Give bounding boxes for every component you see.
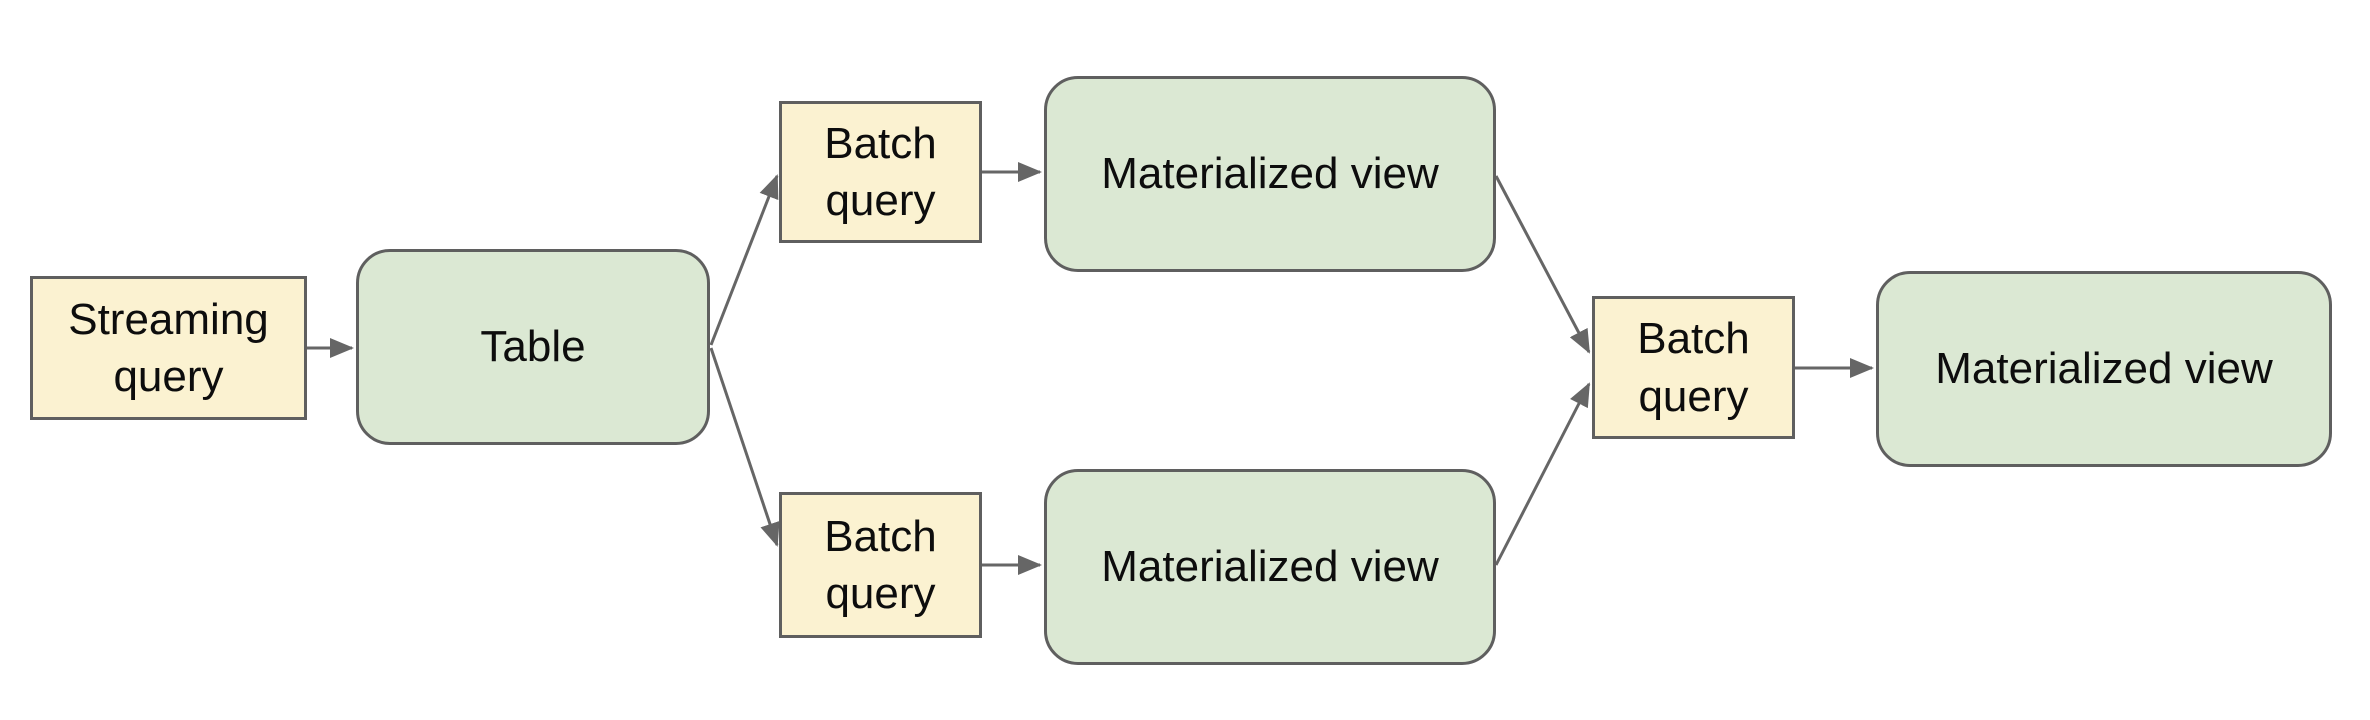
node-materialized-view-right[interactable]: Materialized view: [1876, 271, 2332, 467]
node-materialized-view-top[interactable]: Materialized view: [1044, 76, 1496, 272]
node-materialized-view-top-label: Materialized view: [1101, 149, 1439, 199]
node-table[interactable]: Table: [356, 249, 710, 445]
node-batch-query-right-label: Batch query: [1637, 314, 1750, 421]
node-table-label: Table: [480, 322, 586, 372]
edge-table-to-batch-query-bottom[interactable]: [709, 347, 780, 547]
edge-materialized-view-bottom-to-batch-query-right[interactable]: [1494, 382, 1591, 566]
node-materialized-view-bottom[interactable]: Materialized view: [1044, 469, 1496, 665]
node-batch-query-top-label: Batch query: [824, 118, 937, 225]
edge-materialized-view-top-to-batch-query-right[interactable]: [1494, 175, 1591, 354]
node-streaming-query[interactable]: Streaming query: [30, 276, 307, 420]
node-streaming-query-label: Streaming query: [68, 294, 269, 401]
node-batch-query-right[interactable]: Batch query: [1592, 296, 1795, 439]
node-materialized-view-bottom-label: Materialized view: [1101, 542, 1439, 592]
node-batch-query-top[interactable]: Batch query: [779, 101, 982, 243]
node-batch-query-bottom[interactable]: Batch query: [779, 492, 982, 638]
edge-table-to-batch-query-top[interactable]: [709, 174, 779, 346]
node-materialized-view-right-label: Materialized view: [1935, 344, 2273, 394]
node-batch-query-bottom-label: Batch query: [824, 511, 937, 618]
